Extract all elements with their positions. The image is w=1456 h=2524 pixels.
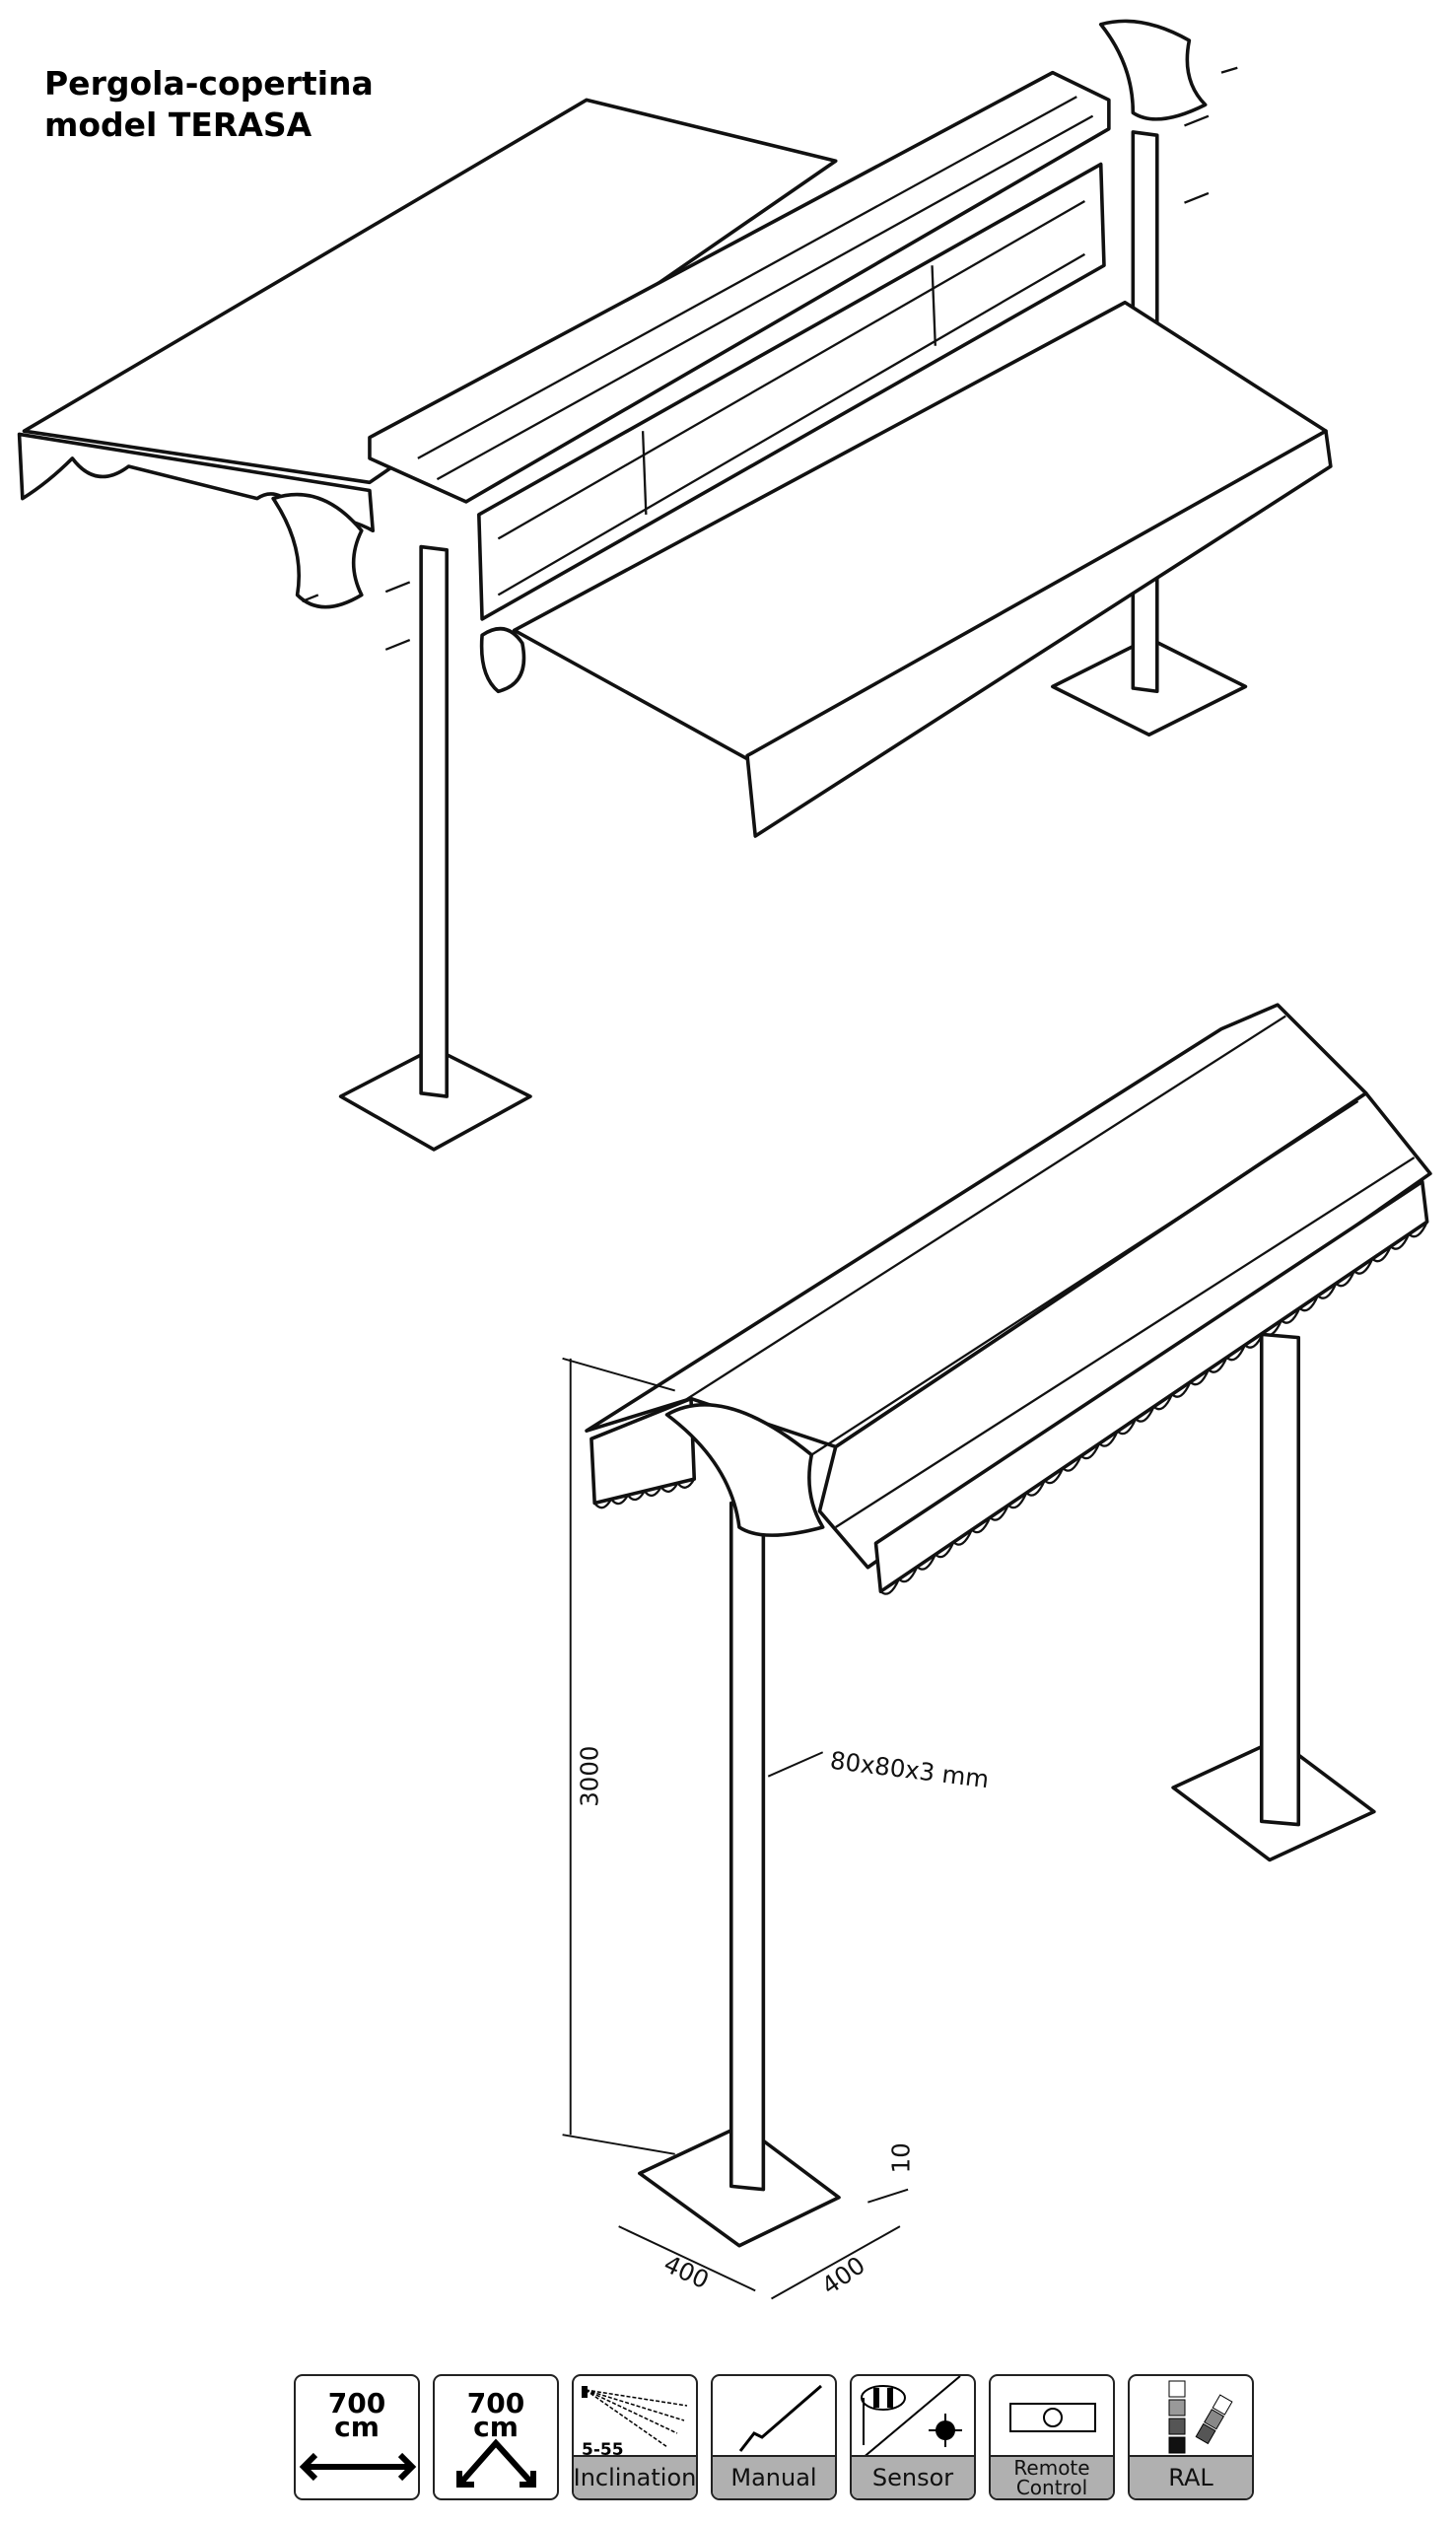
plate-thickness-dimension: 10 <box>887 2142 916 2173</box>
front-valance <box>873 1179 1429 1593</box>
feature-inclination: 5-55 Inclination <box>572 2374 698 2500</box>
projection-unit: cm <box>473 2411 519 2443</box>
remote-control-icon <box>1009 2403 1096 2432</box>
assembled-view: 3000 80x80x3 mm 400 400 10 <box>562 1003 1432 2301</box>
exploded-view <box>17 19 1333 1152</box>
rear-post <box>1259 1332 1301 1827</box>
arm-bracket <box>479 626 526 694</box>
ral-label: RAL <box>1130 2455 1252 2498</box>
height-dimension: 3000 <box>575 1746 603 1807</box>
plate-width-dimension: 400 <box>659 2249 714 2294</box>
left-post <box>419 544 450 1098</box>
inclination-icon: 5-55 <box>582 2386 688 2459</box>
front-bar <box>745 429 1333 838</box>
inclination-label: Inclination <box>574 2455 696 2498</box>
left-valance <box>589 1396 697 1506</box>
title-line-2: model TERASA <box>44 105 312 144</box>
manual-label: Manual <box>713 2455 835 2498</box>
frame-panel <box>477 162 1106 621</box>
left-base-plate <box>338 1046 532 1152</box>
remote-label-line-1: Remote <box>1013 2456 1090 2480</box>
feature-sensor: Sensor <box>850 2374 976 2500</box>
inclination-range: 5-55 <box>582 2440 624 2459</box>
color-swatches-icon <box>1168 2380 1233 2454</box>
page-title: Pergola-copertina model TERASA <box>44 63 374 146</box>
projection-arrow-icon <box>456 2438 536 2488</box>
front-post <box>728 1501 766 2192</box>
remote-label-line-2: Control <box>1015 2476 1088 2499</box>
end-cap <box>664 1403 825 1537</box>
wind-sun-sensor-icon <box>861 2376 962 2459</box>
plate-depth-dimension: 400 <box>816 2251 870 2301</box>
post-profile-dimension: 80x80x3 mm <box>828 1746 990 1794</box>
feature-manual: Manual <box>711 2374 837 2500</box>
title-line-1: Pergola-copertina <box>44 64 374 103</box>
width-arrow-icon <box>299 2452 417 2482</box>
sensor-label: Sensor <box>852 2455 974 2498</box>
projection-value: 700 <box>466 2387 525 2419</box>
width-value: 700 <box>327 2387 386 2419</box>
right-end-cap <box>1098 19 1208 121</box>
crank-handle-icon <box>738 2384 822 2452</box>
feature-ral: RAL <box>1128 2374 1254 2500</box>
left-fabric <box>22 98 838 485</box>
width-unit: cm <box>334 2411 380 2443</box>
left-end-cap <box>271 492 364 609</box>
